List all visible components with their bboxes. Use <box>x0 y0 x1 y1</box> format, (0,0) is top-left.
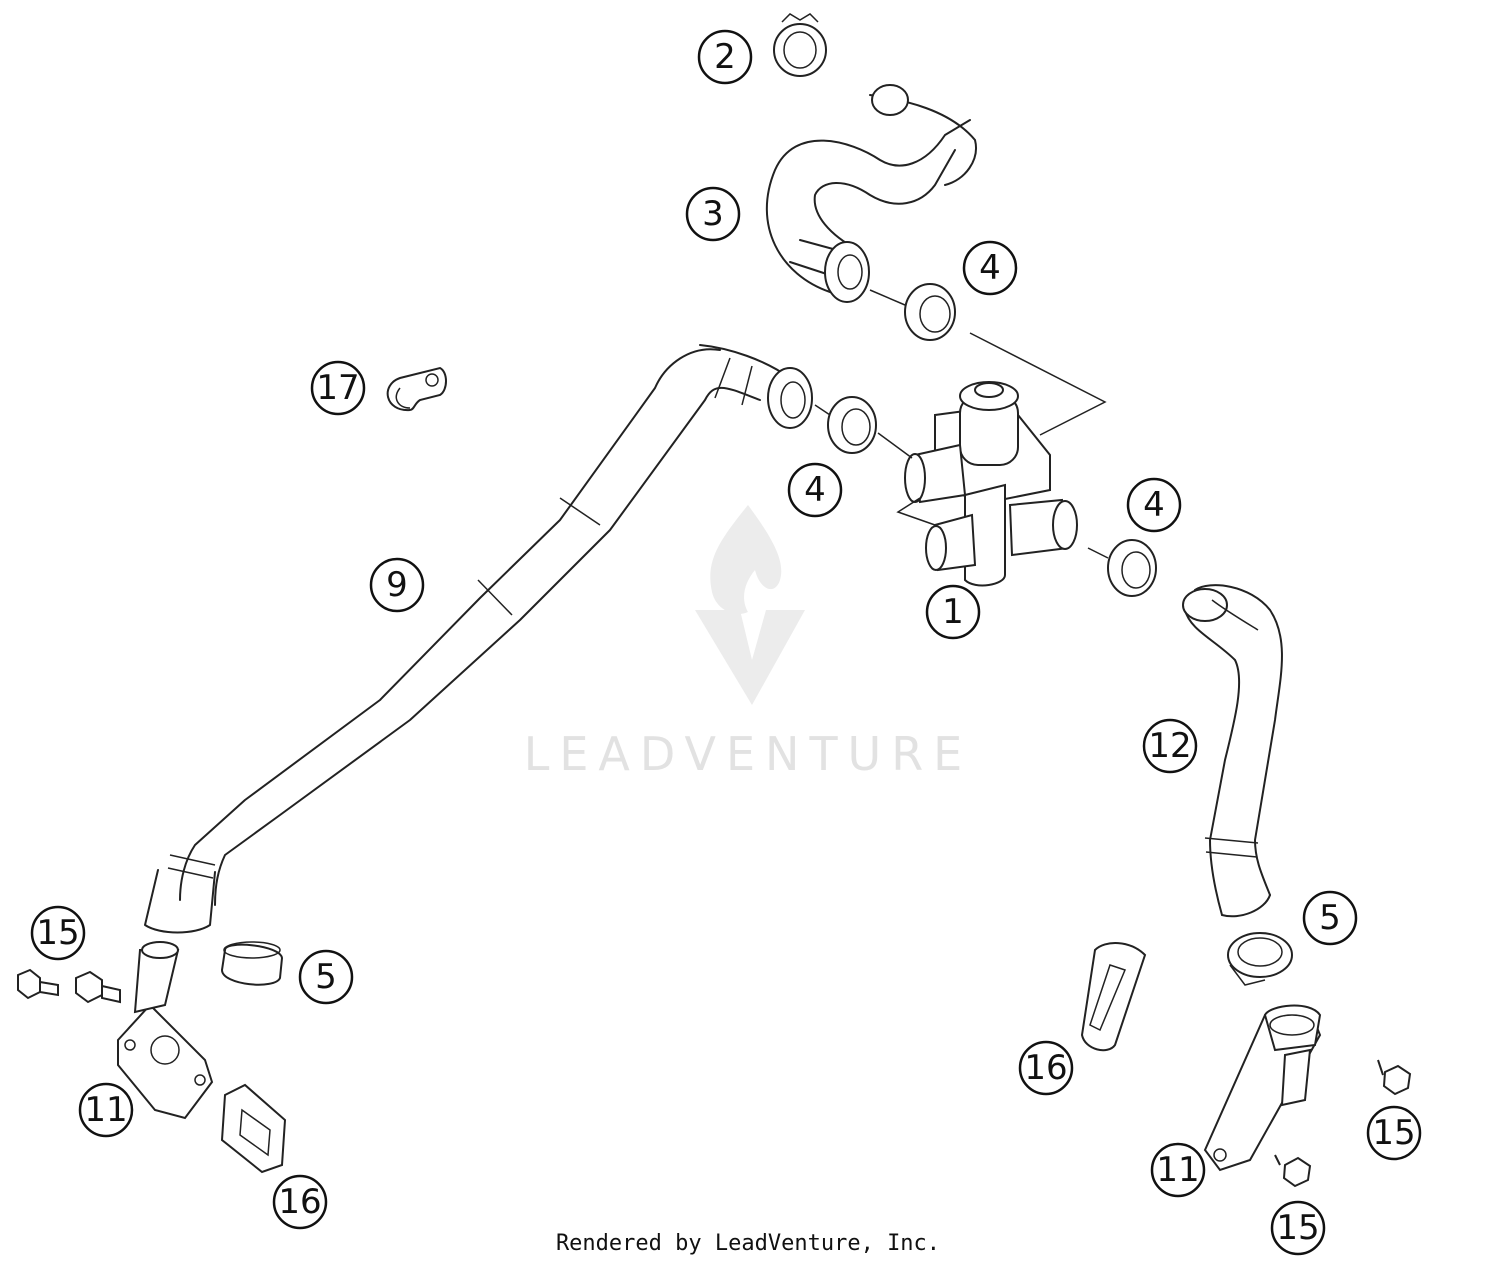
part-15-bolt-left-a <box>17 968 59 1000</box>
part-9-hose <box>144 289 1109 934</box>
watermark: LEADVENTURE <box>524 505 973 781</box>
callout-15-left: 15 <box>30 905 86 961</box>
callout-3: 3 <box>685 186 741 242</box>
part-16-reed-left <box>220 1083 287 1174</box>
credit-text: Rendered by LeadVenture, Inc. <box>556 1231 940 1256</box>
svg-text:15: 15 <box>1372 1113 1415 1153</box>
svg-text:5: 5 <box>315 957 337 997</box>
watermark-flame-icon <box>710 505 782 614</box>
svg-text:11: 11 <box>84 1090 127 1130</box>
part-1-valve <box>896 332 1107 587</box>
svg-text:2: 2 <box>714 37 736 77</box>
callout-2: 2 <box>697 29 753 85</box>
callout-17: 17 <box>310 360 366 416</box>
callout-5-left: 5 <box>298 949 354 1005</box>
callout-4-middle: 4 <box>787 462 843 518</box>
part-2-clamp <box>773 13 827 77</box>
svg-text:3: 3 <box>702 194 724 234</box>
svg-text:11: 11 <box>1156 1150 1199 1190</box>
svg-text:1: 1 <box>942 592 964 632</box>
part-15-bolt-left-b <box>75 970 121 1004</box>
part-4-clamp-middle <box>827 396 877 454</box>
svg-text:12: 12 <box>1148 726 1191 766</box>
part-12-hose <box>1182 584 1283 918</box>
part-4-clamp-upper <box>904 283 956 341</box>
svg-text:15: 15 <box>36 913 79 953</box>
callout-16-right: 16 <box>1018 1040 1074 1096</box>
svg-text:16: 16 <box>278 1182 321 1222</box>
watermark-v-icon <box>695 610 805 705</box>
part-4-clamp-right <box>1107 539 1157 597</box>
part-15-bolt-right-b <box>1274 1154 1312 1188</box>
part-15-bolt-right-a <box>1377 1059 1412 1096</box>
svg-text:4: 4 <box>804 470 826 510</box>
svg-text:5: 5 <box>1319 898 1341 938</box>
callout-15-right-lower: 15 <box>1270 1200 1326 1256</box>
part-5-clamp-right <box>1227 932 1293 986</box>
part-16-reed-right <box>1080 942 1147 1052</box>
svg-text:4: 4 <box>979 248 1001 288</box>
callout-1: 1 <box>925 584 981 640</box>
callout-4-right: 4 <box>1126 477 1182 533</box>
svg-text:15: 15 <box>1276 1208 1319 1248</box>
callout-15-right-upper: 15 <box>1366 1105 1422 1161</box>
svg-text:4: 4 <box>1143 485 1165 525</box>
callout-4-upper: 4 <box>962 240 1018 296</box>
part-5-clamp-left <box>220 941 284 986</box>
callout-12: 12 <box>1142 718 1198 774</box>
svg-text:17: 17 <box>316 368 359 408</box>
callout-11-left: 11 <box>78 1082 134 1138</box>
part-3-hose <box>765 84 977 303</box>
callout-9: 9 <box>369 557 425 613</box>
part-11-cover-left <box>117 941 214 1120</box>
svg-text:9: 9 <box>386 565 408 605</box>
watermark-text: LEADVENTURE <box>524 727 973 781</box>
callout-11-right: 11 <box>1150 1142 1206 1198</box>
svg-text:16: 16 <box>1024 1048 1067 1088</box>
callout-16-left: 16 <box>272 1174 328 1230</box>
part-17-clip <box>386 366 447 412</box>
part-11-cover-right <box>1203 1004 1322 1172</box>
callout-5-right: 5 <box>1302 890 1358 946</box>
